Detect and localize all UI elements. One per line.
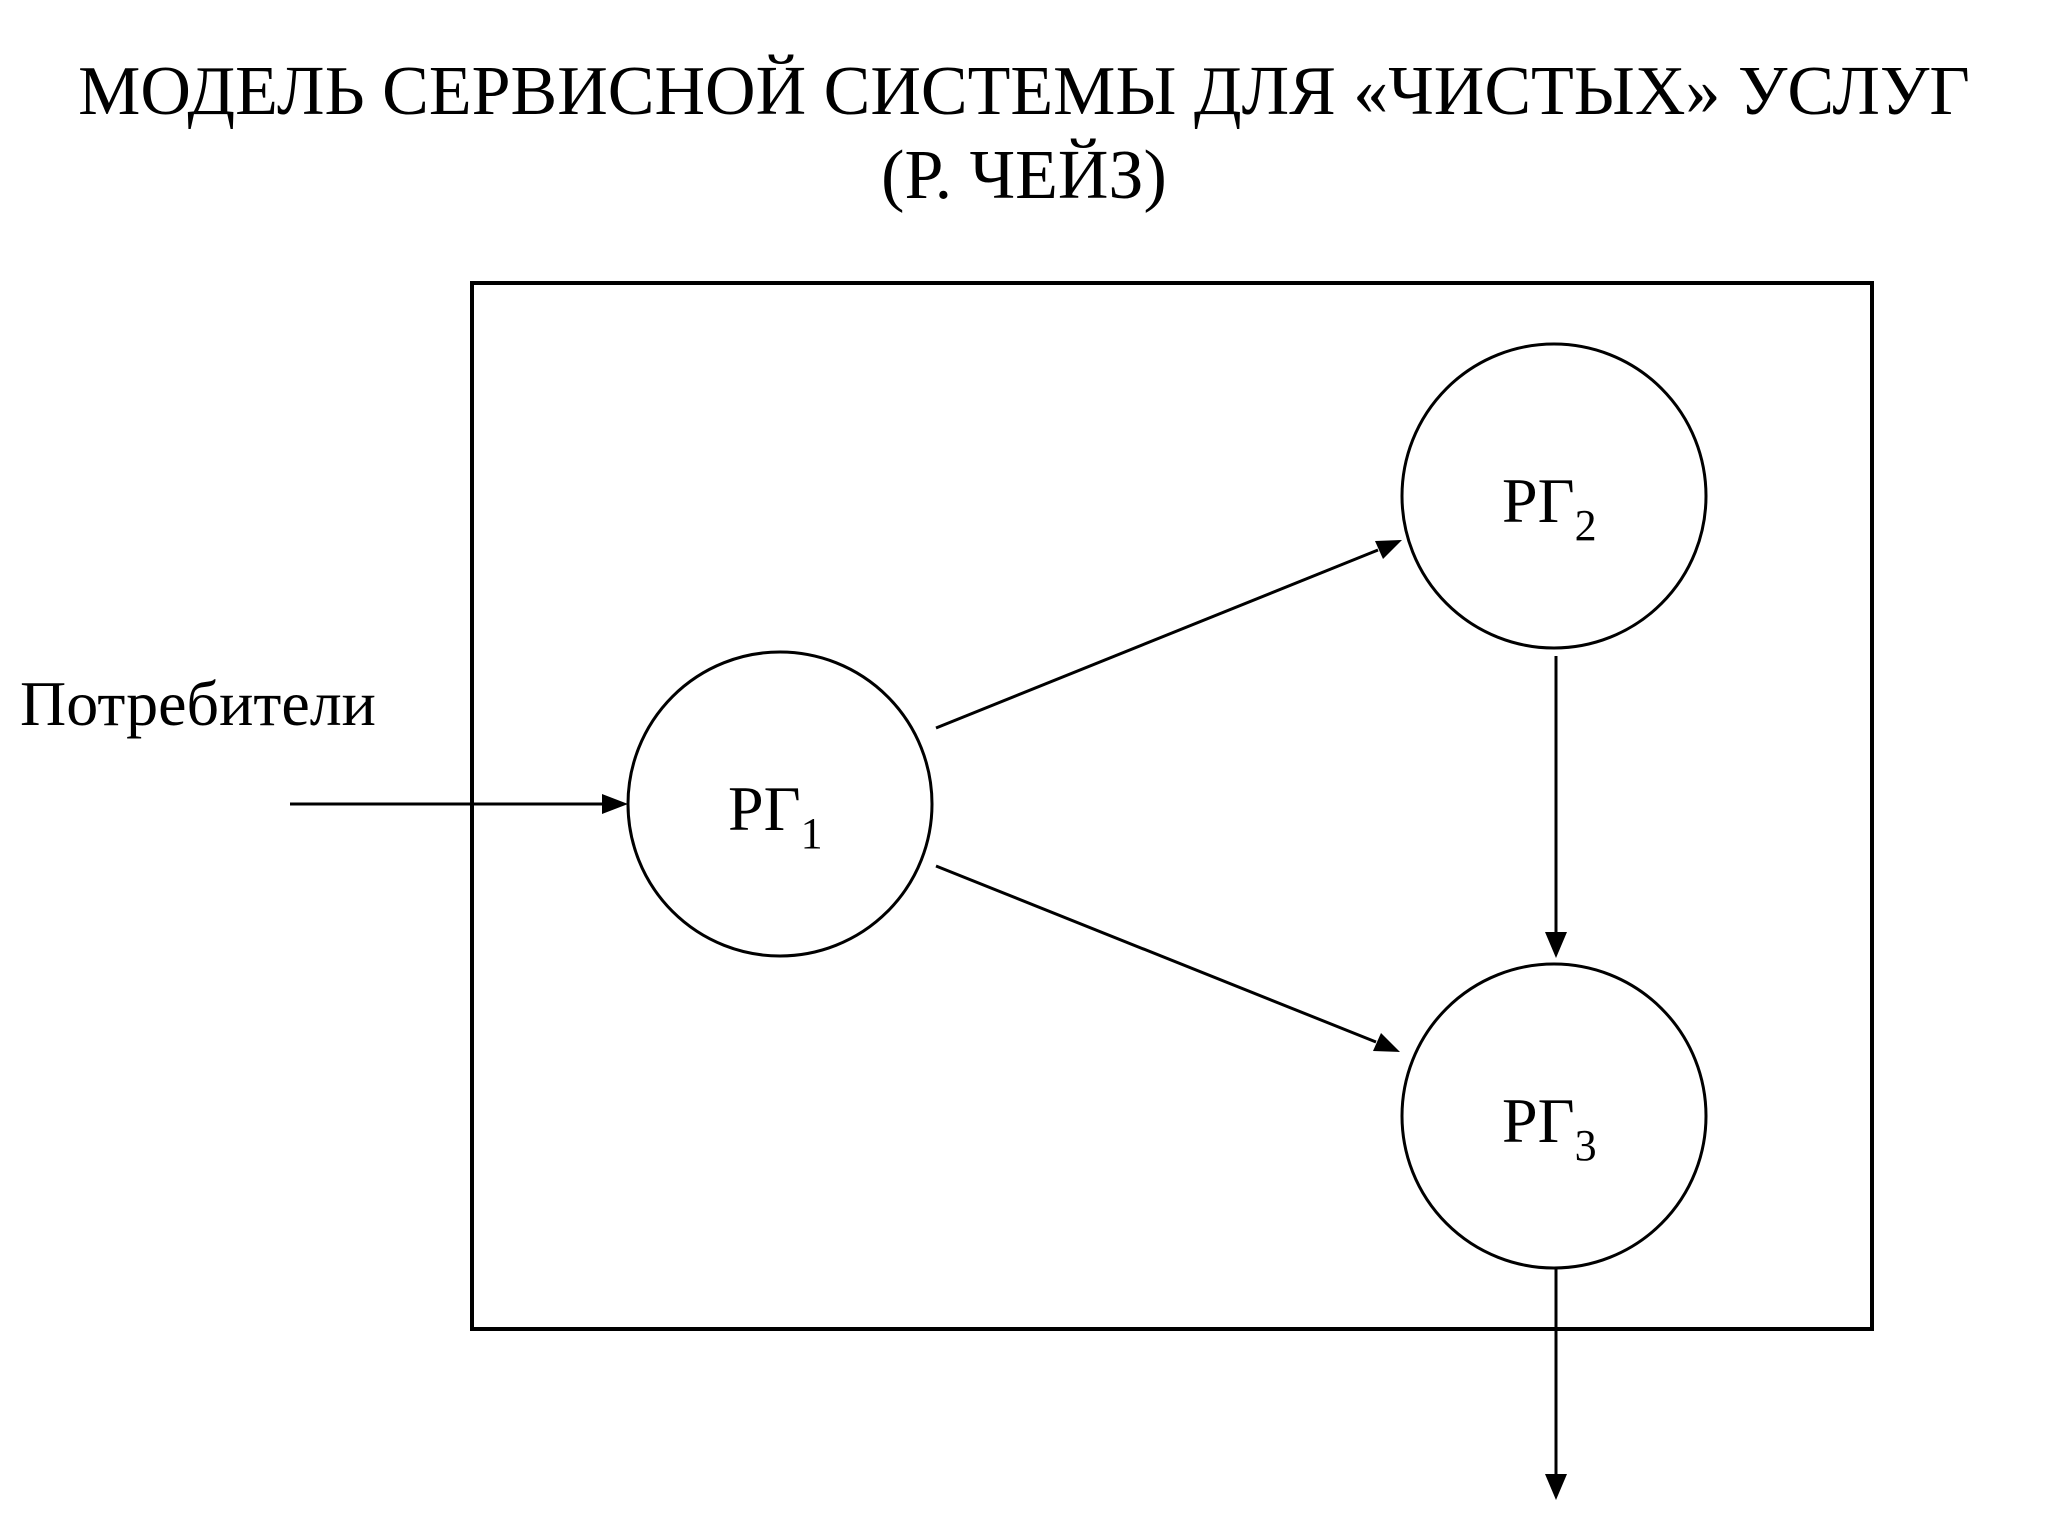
output-arrow	[1545, 1266, 1567, 1500]
node-rg1-label: РГ	[728, 773, 801, 844]
system-boundary	[470, 281, 1874, 1331]
arrow-rg2-to-rg3	[1545, 656, 1567, 958]
svg-text:РГ3: РГ3	[1502, 1085, 1597, 1170]
node-rg3-subscript: 3	[1575, 1121, 1597, 1170]
node-rg2: РГ2	[1400, 342, 1708, 650]
svg-text:РГ2: РГ2	[1502, 465, 1597, 550]
node-rg2-label: РГ	[1502, 465, 1575, 536]
svg-text:РГ1: РГ1	[728, 773, 823, 858]
diagram-title-line-2: (Р. ЧЕЙЗ)	[881, 137, 1167, 214]
arrow-rg1-to-rg2	[935, 540, 1402, 730]
node-rg1-subscript: 1	[801, 809, 823, 858]
arrow-rg1-to-rg3	[935, 864, 1400, 1052]
node-rg3: РГ3	[1400, 962, 1708, 1270]
input-label-consumers: Потребители	[20, 668, 376, 739]
node-rg2-subscript: 2	[1575, 501, 1597, 550]
diagram-title-line-1: МОДЕЛЬ СЕРВИСНОЙ СИСТЕМЫ ДЛЯ «ЧИСТЫХ» УС…	[78, 53, 1970, 130]
node-rg1: РГ1	[626, 650, 934, 958]
input-arrow	[290, 794, 628, 814]
node-rg3-label: РГ	[1502, 1085, 1575, 1156]
